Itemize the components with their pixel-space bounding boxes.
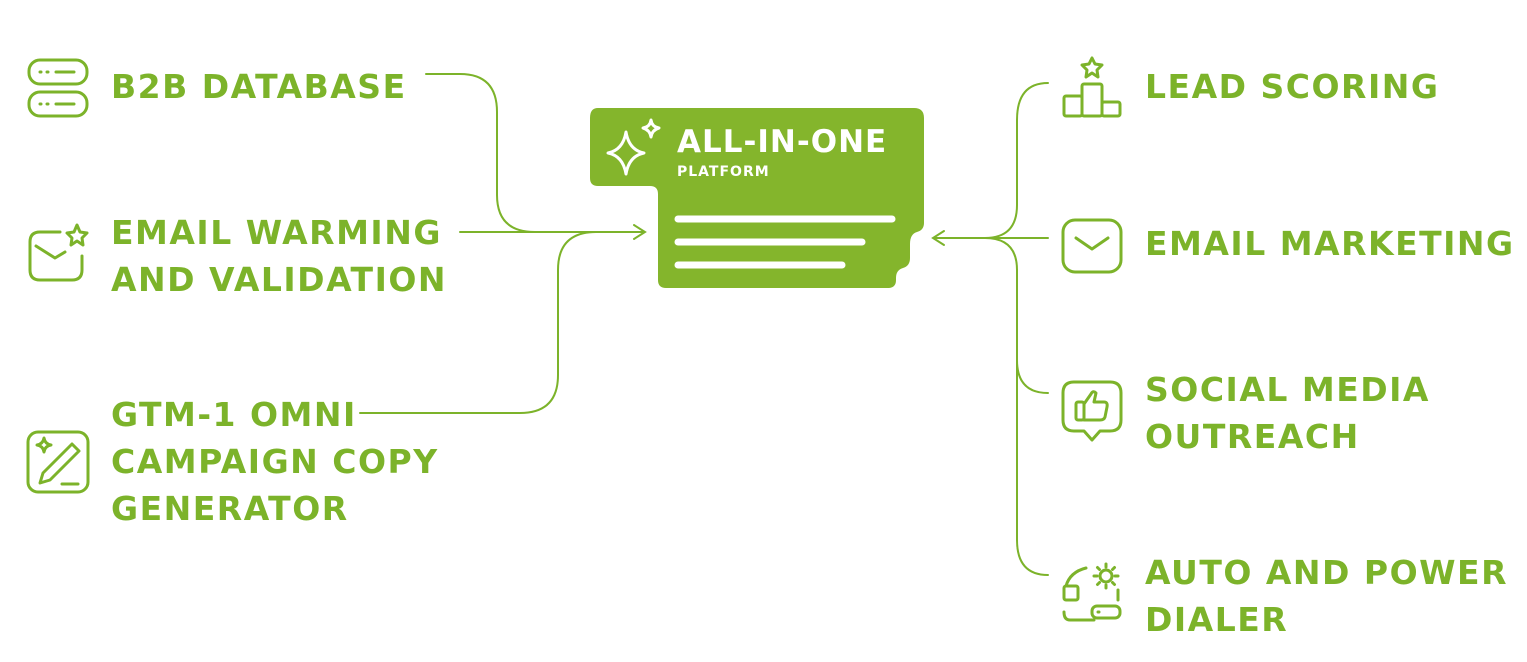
node-label-line: CAMPAIGN COPY	[111, 442, 439, 481]
connector-gtm-omni	[359, 231, 643, 414]
node-label-line: GTM-1 OMNI	[111, 395, 357, 434]
arrow-head-right	[931, 230, 945, 246]
node-label-line: OUTREACH	[1145, 417, 1360, 456]
node-label-line: DIALER	[1145, 600, 1289, 639]
node-gtm-omni: GTM-1 OMNI CAMPAIGN COPY GENERATOR	[111, 391, 439, 532]
node-email-warming: EMAIL WARMING AND VALIDATION	[111, 209, 447, 303]
node-lead-scoring: LEAD SCORING	[1145, 63, 1439, 110]
node-label-line: SOCIAL MEDIA	[1145, 370, 1430, 409]
dialer-gear-icon	[1060, 562, 1124, 626]
node-label-line: GENERATOR	[111, 489, 349, 528]
node-auto-dialer: AUTO AND POWER DIALER	[1145, 549, 1508, 643]
envelope-star-icon	[26, 222, 90, 286]
node-b2b-database: B2B DATABASE	[111, 63, 407, 110]
node-label-line: AUTO AND POWER	[1145, 553, 1509, 592]
node-label-line: AND VALIDATION	[111, 260, 448, 299]
database-server-icon	[26, 56, 90, 120]
node-label-line: EMAIL WARMING	[111, 213, 442, 252]
connector-b2b-database	[425, 73, 643, 233]
envelope-icon	[1060, 214, 1124, 278]
sparkles-icon	[606, 118, 661, 176]
thumbs-up-bubble-icon	[1060, 380, 1124, 444]
node-social-media: SOCIAL MEDIA OUTREACH	[1145, 366, 1430, 460]
arrow-head-left	[633, 224, 647, 240]
node-label-line: LEAD SCORING	[1145, 67, 1440, 106]
connector-auto-dialer	[1016, 269, 1049, 576]
node-label-line: B2B DATABASE	[111, 67, 407, 106]
podium-star-icon	[1060, 56, 1124, 120]
connector-lead-scoring	[933, 82, 1049, 239]
hub-card	[590, 108, 924, 288]
hub-subtitle: PLATFORM	[677, 164, 770, 180]
node-label-line: EMAIL MARKETING	[1145, 224, 1515, 263]
node-email-marketing: EMAIL MARKETING	[1145, 220, 1515, 267]
pencil-sparkle-icon	[26, 430, 90, 494]
hub-title: ALL-IN-ONE	[677, 124, 888, 160]
